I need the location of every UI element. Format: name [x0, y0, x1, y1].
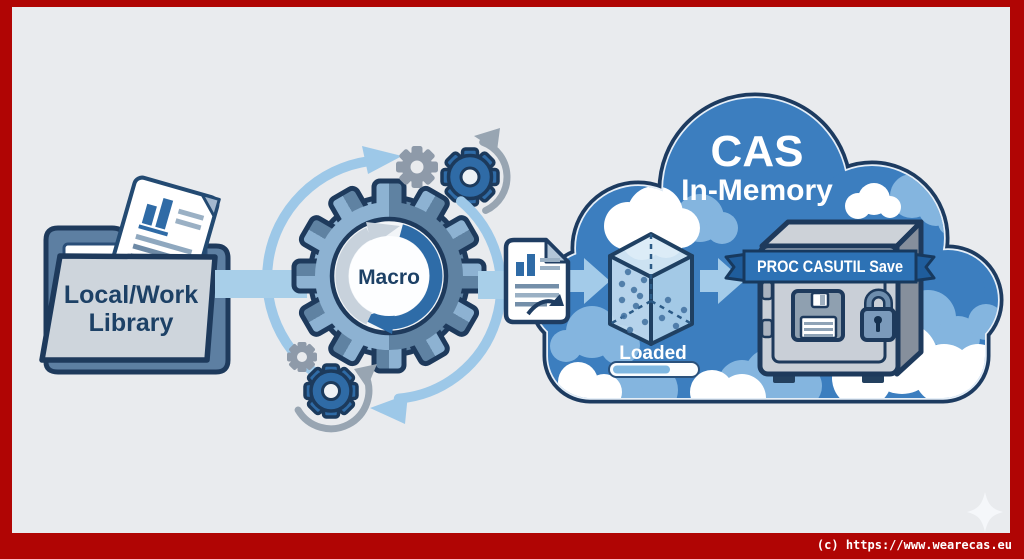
cycle-arrow-gray: [335, 227, 373, 325]
progress-fill: [613, 365, 670, 374]
cube-data-dots: [618, 268, 688, 334]
export-arrow-icon: [526, 299, 555, 316]
sparkle-icon: [967, 492, 1003, 532]
cycle-arrow-blue: [384, 224, 443, 330]
cycle-arc-right: [393, 196, 507, 404]
small-gear-gray-bottom-icon: [287, 342, 317, 372]
padlock-icon: [860, 288, 896, 342]
safe-side-face: [894, 219, 924, 377]
macro-label: Macro: [358, 266, 420, 289]
illustration-canvas: Local/Work Library: [12, 7, 1010, 533]
document-icon: [503, 237, 571, 325]
macro-gear-icon: Macro: [291, 178, 487, 374]
gear-arc-bottom-arrowhead-icon: [354, 364, 377, 388]
cloud-title-line1: CAS: [711, 127, 804, 176]
folder-label-line2: Library: [89, 309, 174, 337]
folder-icon: Local/Work Library: [39, 175, 231, 375]
cube-hidden-edges: [609, 234, 693, 326]
cube-icon: [608, 232, 694, 346]
floppy-disk-icon: [791, 289, 845, 342]
gear-arc-bottom: [294, 371, 373, 433]
progress-bar: [608, 361, 700, 378]
small-gear-gray-top-icon: [396, 146, 438, 188]
safe-icon: PROC CASUTIL Save: [724, 219, 936, 383]
ribbon-label: PROC CASUTIL Save: [757, 257, 903, 276]
folder-label-line1: Local/Work: [64, 281, 198, 309]
safe-hinge: [760, 280, 774, 301]
watermark-strip: (c) https://www.wearecas.eu: [817, 535, 1012, 555]
cycle-arc-left-arrowhead-icon: [362, 146, 402, 174]
cloud-title-line2: In-Memory: [681, 174, 833, 207]
folder-front-flap: [39, 253, 218, 363]
flow-arrow-doc-to-cube: [570, 258, 610, 304]
cube-caption: Loaded: [619, 343, 687, 364]
gear-arc-top-right-arrowhead-icon: [474, 128, 500, 151]
cloud-icon: CAS In-Memory: [529, 92, 1004, 404]
ribbon-band: [742, 249, 918, 284]
flow-arrow-cube-to-safe: [700, 258, 744, 304]
export-arrow-head-icon: [549, 294, 564, 306]
watermark-text: (c) https://www.wearecas.eu: [816, 538, 1012, 552]
small-gear-blue-bottom-icon: [303, 363, 359, 419]
diagram-svg: Local/Work Library: [39, 92, 1004, 532]
small-gear-blue-top-icon: [440, 147, 500, 207]
safe-hinge: [760, 318, 774, 339]
ribbon-banner: PROC CASUTIL Save: [724, 249, 936, 284]
cycle-arc-right-arrowhead-icon: [370, 394, 408, 424]
